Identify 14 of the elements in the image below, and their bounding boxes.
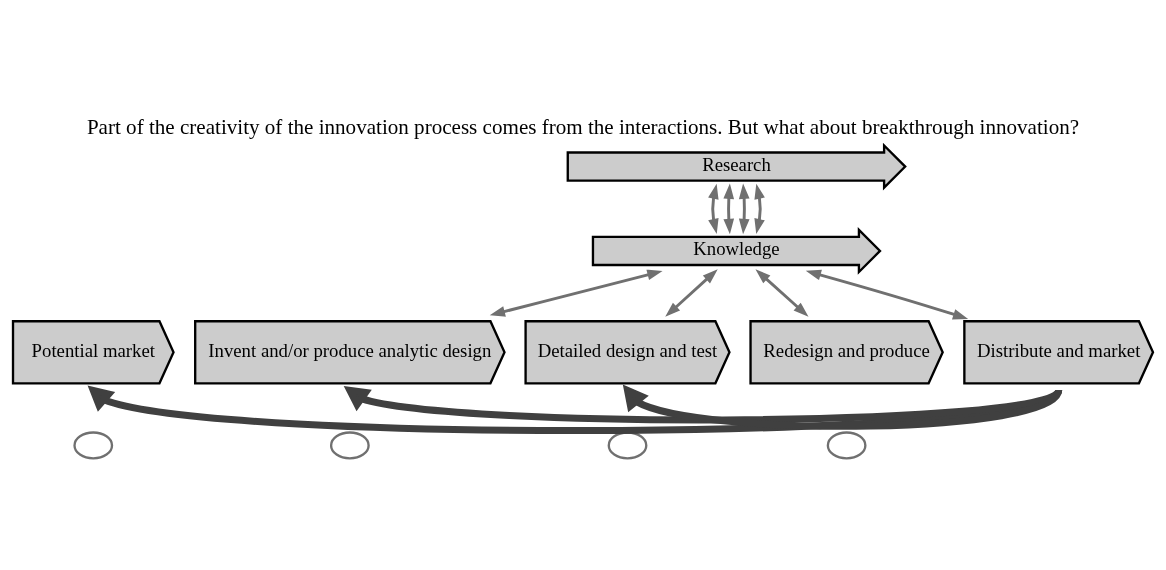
arrow [708, 183, 719, 234]
arrow [723, 183, 735, 234]
arrow [755, 268, 809, 317]
diagram-title: Part of the creativity of the innovation process comes from the interactions. But what about breakthrough innovation? [86, 114, 1080, 139]
node-ellipse [73, 430, 114, 459]
arrow [754, 183, 765, 234]
arrow [622, 383, 1062, 430]
arrow [805, 269, 969, 319]
arrow [665, 268, 718, 317]
node-ellipse [826, 430, 867, 459]
arrow [738, 183, 750, 234]
node-ellipse [329, 430, 370, 459]
arrow [87, 384, 1061, 434]
arrow [489, 269, 663, 317]
